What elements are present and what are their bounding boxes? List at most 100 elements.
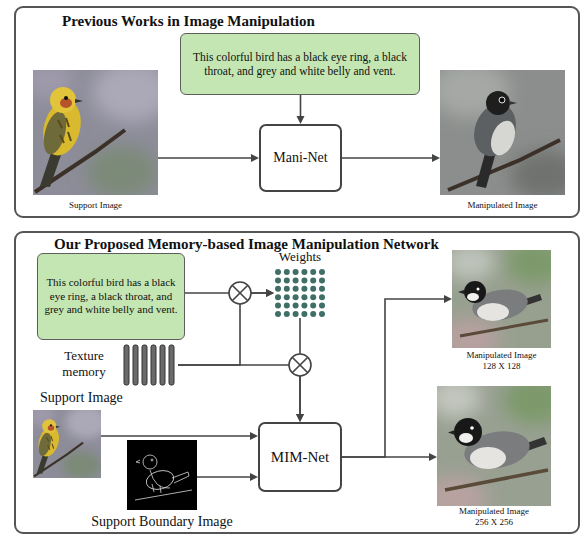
connector xyxy=(297,95,305,124)
prompt-text: This colorful bird has a black eye ring,… xyxy=(181,48,419,80)
output-photo-256-part xyxy=(445,470,548,490)
connector xyxy=(178,365,304,422)
image-caption: Weights xyxy=(262,249,338,264)
support-photo-part xyxy=(64,96,68,100)
output-photo-128-part xyxy=(477,303,509,321)
output-photo-256 xyxy=(437,386,551,506)
weight-grid-part xyxy=(293,286,299,292)
weight-grid-part xyxy=(301,311,307,317)
panel-title-holder: Previous Works in Image Manipulation xyxy=(60,12,317,30)
boundary-image-part-part xyxy=(172,472,189,483)
network-name: MIM-Net xyxy=(271,448,329,466)
output-photo-128-part xyxy=(464,281,486,303)
output-photo-128 xyxy=(452,250,551,348)
weight-grid-part xyxy=(310,269,316,275)
output-photo-128-part-part xyxy=(505,250,551,284)
arrowhead xyxy=(432,154,440,162)
output-photo-256-part xyxy=(470,447,506,469)
connector xyxy=(178,289,274,365)
text-prompt-box: This colorful bird has a black eye ring,… xyxy=(180,33,420,95)
boundary-image-part-part xyxy=(143,455,157,469)
weight-grid-part xyxy=(293,311,299,317)
image-frame: Manipulated Image 128 X 128 xyxy=(452,250,551,348)
connector-line xyxy=(178,293,266,365)
multiply-symbol xyxy=(289,354,311,376)
network-box: Mani-Net xyxy=(259,124,342,192)
weight-grid-part xyxy=(293,294,299,300)
weight-grid-part xyxy=(301,277,307,283)
weight-grid-part xyxy=(310,286,316,292)
arrowhead xyxy=(297,116,305,124)
connector-line xyxy=(178,365,300,414)
output-photo-128-part xyxy=(477,288,480,291)
connector-line xyxy=(158,157,251,159)
boundary-image-part-part xyxy=(136,460,140,463)
output-photo-256-part xyxy=(437,386,551,506)
boundary-image-part xyxy=(135,455,192,500)
connector-line xyxy=(342,299,444,457)
manipulated-photo-part-part xyxy=(510,150,565,195)
support-photo-part xyxy=(33,70,158,195)
connector xyxy=(342,453,437,461)
output-photo-128-part xyxy=(458,290,464,294)
manipulated-photo-part xyxy=(501,99,504,102)
texture-memory-bars-part xyxy=(142,345,147,385)
multiply-symbol-part xyxy=(232,285,248,301)
weight-grid-part xyxy=(310,303,316,309)
connector-line xyxy=(101,435,250,437)
connector xyxy=(197,473,258,481)
boundary-image-part-part xyxy=(151,459,153,461)
panel-frame: Our Proposed Memory-based Image Manipula… xyxy=(14,231,580,534)
weight-grid-part xyxy=(284,294,290,300)
manipulated-photo-part-part xyxy=(440,70,510,118)
manipulated-photo-part xyxy=(486,91,510,115)
manipulated-photo xyxy=(440,70,565,195)
weight-grid xyxy=(275,269,325,317)
caption-holder: Support Image xyxy=(40,390,160,406)
caption-holder: Manipulated Image 256 X 256 xyxy=(454,506,534,528)
support-photo-part xyxy=(37,96,86,159)
support-photo-part xyxy=(40,150,62,187)
image-caption: Manipulated Image 256 X 256 xyxy=(454,506,534,528)
network-name: Mani-Net xyxy=(273,149,327,167)
weight-grid-part xyxy=(301,286,307,292)
support-photo xyxy=(33,70,158,195)
output-photo-256-part xyxy=(459,433,473,443)
image-caption: Texture memory xyxy=(52,348,116,380)
weight-grid-part xyxy=(310,294,316,300)
network-box: MIM-Net xyxy=(258,422,342,492)
arrowhead xyxy=(444,295,452,303)
panel-title: Our Proposed Memory-based Image Manipula… xyxy=(52,235,441,253)
texture-memory-bars-part xyxy=(160,345,165,385)
multiply-symbol xyxy=(229,282,251,304)
manipulated-photo-part xyxy=(440,70,565,195)
image-frame: Support Boundary Image xyxy=(127,440,197,510)
panel-title-holder: Our Proposed Memory-based Image Manipula… xyxy=(52,235,441,253)
manipulated-photo-part xyxy=(509,101,517,105)
connector xyxy=(158,154,259,162)
output-photo-256-part-part xyxy=(437,476,487,506)
weight-grid-part xyxy=(301,303,307,309)
image-caption: Manipulated Image xyxy=(463,200,543,211)
output-photo-128-part xyxy=(460,320,548,336)
multiply-symbol-part xyxy=(289,354,311,376)
support-photo-small xyxy=(28,405,109,480)
panel-frame: Previous Works in Image ManipulationThis… xyxy=(14,6,580,218)
image-frame: Support Image xyxy=(33,70,158,195)
support-photo-part xyxy=(50,87,76,113)
weight-grid-part xyxy=(284,277,290,283)
output-photo-128-part-part xyxy=(452,250,495,280)
image-frame: Manipulated Image xyxy=(440,70,565,195)
manipulated-photo-part xyxy=(487,117,520,158)
boundary-image-part-part xyxy=(144,468,176,493)
connector xyxy=(342,295,452,457)
arrowhead xyxy=(266,289,274,297)
image-caption: Manipulated Image 128 X 128 xyxy=(462,350,542,372)
support-photo-part-part xyxy=(92,70,158,122)
output-photo-256-part-part xyxy=(437,386,481,418)
connector-line xyxy=(197,476,250,478)
boundary-image-part-part xyxy=(152,484,161,493)
connector-line xyxy=(342,456,429,458)
